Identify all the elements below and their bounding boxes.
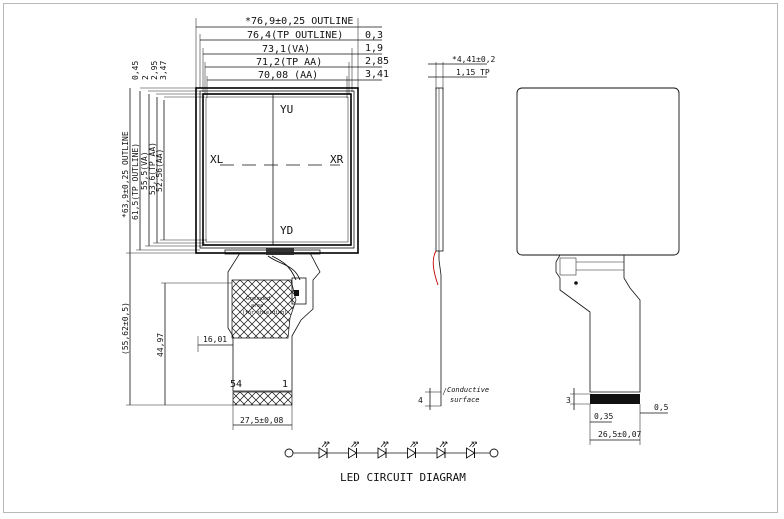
dim-tp-thickness: 1,15 TP xyxy=(456,68,490,77)
led-terminal-anode xyxy=(284,448,294,458)
led-diode xyxy=(377,441,389,459)
panel-outline xyxy=(195,87,359,254)
va-outline xyxy=(202,93,352,246)
dim-side-3-41: 3,41 xyxy=(365,69,389,80)
dim-tp-aa-height: 53,6(TP AA) xyxy=(148,142,157,195)
back-view: 3 0,35 0,5 26,5±0,07 xyxy=(516,87,680,445)
aa-outline xyxy=(205,96,349,243)
side-panel-body xyxy=(435,87,444,252)
ic-chip xyxy=(266,248,294,255)
dim-aa-width: 70,08 (AA) xyxy=(258,70,318,81)
dim-side-tail: 4 xyxy=(418,396,423,405)
led-circuit: LED CIRCUIT DIAGRAM xyxy=(284,441,499,484)
led-diode xyxy=(466,441,477,459)
pin-54-label: 54 xyxy=(230,379,242,390)
dim-va-width: 73,1(VA) xyxy=(262,44,310,55)
led-diode xyxy=(407,441,418,459)
dim-side-2-85: 2,85 xyxy=(365,56,389,67)
dim-tp-outline-width: 76,4(TP OUTLINE) xyxy=(247,30,343,41)
back-panel xyxy=(516,87,680,256)
touch-label-yd: YD xyxy=(280,224,293,237)
dim-fpc-height: 44,97 xyxy=(156,333,165,357)
touch-label-xr: XR xyxy=(330,153,344,166)
led-diode xyxy=(318,441,330,459)
dim-back-tail: 3 xyxy=(566,396,571,405)
back-fpc-hole xyxy=(574,281,578,285)
led-diode xyxy=(348,441,359,459)
dim-left-2-95: 2,95 xyxy=(150,61,159,80)
dim-side-1-9: 1,9 xyxy=(365,43,383,54)
left-long-dims: *63,9±0,25 OUTLINE 61,5(TP OUTLINE) 55,5… xyxy=(121,88,207,254)
drawing-frame xyxy=(3,3,778,513)
fpc-connector-contacts xyxy=(232,391,293,406)
tp-outline xyxy=(199,90,355,249)
conductive-note-1: Conductive xyxy=(447,386,489,394)
led-diode xyxy=(436,441,448,459)
left-small-dims: 0,45 2 2,95 3,47 xyxy=(131,61,205,98)
dim-outline-height: *63,9±0,25 OUTLINE xyxy=(121,131,130,218)
dim-thickness: *4,41±0,2 xyxy=(452,55,496,64)
dim-back-pitch: 0,35 xyxy=(594,412,613,421)
fpc-dimension-lines: (55,62±0,5) 44,97 16,01 27,5±0,08 xyxy=(121,253,293,430)
dim-fpc-total-height: (55,62±0,5) xyxy=(121,302,130,355)
dim-aa-height: 52,56(AA) xyxy=(155,149,164,192)
fpc-component-pad xyxy=(294,290,299,296)
dim-left-3-47: 3,47 xyxy=(159,61,168,80)
led-circuit-title: LED CIRCUIT DIAGRAM xyxy=(340,471,466,484)
dim-back-pad: 0,5 xyxy=(654,403,669,412)
back-fpc-bracket xyxy=(559,257,577,276)
dim-left-0-45: 0,45 xyxy=(131,61,140,80)
fpc-note-2: area xyxy=(251,303,263,309)
fpc-note-1: Grounded xyxy=(246,296,270,302)
dim-tp-outline-height: 61,5(TP OUTLINE) xyxy=(131,143,140,220)
dim-outline-width: *76,9±0,25 OUTLINE xyxy=(245,16,353,27)
side-fpc-red xyxy=(432,250,439,286)
front-view: *76,9±0,25 OUTLINE 76,4(TP OUTLINE) 73,1… xyxy=(121,16,389,430)
dim-back-width: 26,5±0,07 xyxy=(598,430,642,439)
fpc-flex-cable: Grounded area (for shielding) 54 1 xyxy=(227,252,321,406)
dim-fpc-width: 27,5±0,08 xyxy=(240,416,284,425)
back-connector-contacts xyxy=(590,394,640,404)
top-dimension-lines xyxy=(195,18,382,98)
pin-1-label: 1 xyxy=(282,379,288,390)
conductive-note-2: surface xyxy=(450,396,480,404)
fpc-note-3: (for shielding) xyxy=(242,310,287,316)
dim-fpc-offset: 16,01 xyxy=(203,335,227,344)
dim-side-0-3: 0,3 xyxy=(365,30,383,41)
led-terminal-cathode xyxy=(489,448,499,458)
fpc-shielding-area xyxy=(231,279,297,339)
dim-tp-aa-width: 71,2(TP AA) xyxy=(256,57,322,68)
fpc-trace xyxy=(267,255,301,281)
dim-va-height: 55,5(VA) xyxy=(140,151,149,190)
side-view: *4,41±0,2 1,15 TP 4 Conductive surface xyxy=(418,55,496,410)
dim-left-2: 2 xyxy=(141,75,150,80)
touch-label-yu: YU xyxy=(280,103,293,116)
touch-label-xl: XL xyxy=(210,153,224,166)
